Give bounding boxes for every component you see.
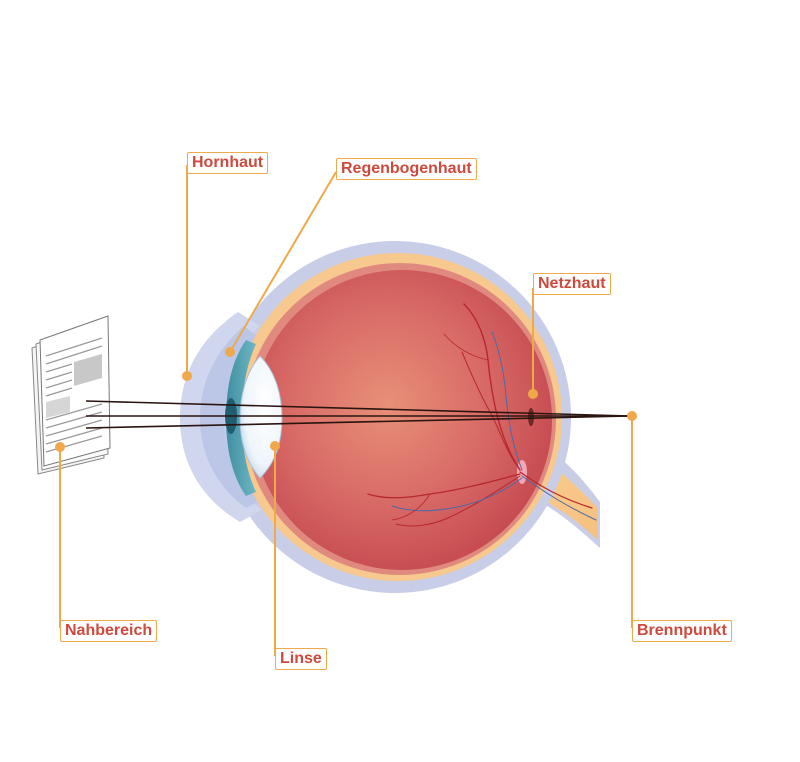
blood-vessels	[367, 303, 597, 527]
label-linse: Linse	[275, 648, 327, 670]
label-nahbereich: Nahbereich	[60, 620, 158, 642]
label-regenbogenhaut: Regenbogenhaut	[336, 158, 477, 180]
fovea	[528, 408, 534, 426]
label-netzhaut: Netzhaut	[533, 273, 611, 295]
leader-dots	[55, 347, 637, 452]
light-rays	[85, 400, 631, 429]
leader-lines	[59, 165, 633, 656]
label-brennpunkt: Brennpunkt	[632, 620, 732, 642]
newspaper-icon	[31, 315, 111, 475]
vitreous-body	[252, 270, 552, 570]
label-hornhaut: Hornhaut	[187, 152, 269, 174]
cornea	[180, 312, 262, 522]
cornea-inner	[200, 326, 262, 508]
